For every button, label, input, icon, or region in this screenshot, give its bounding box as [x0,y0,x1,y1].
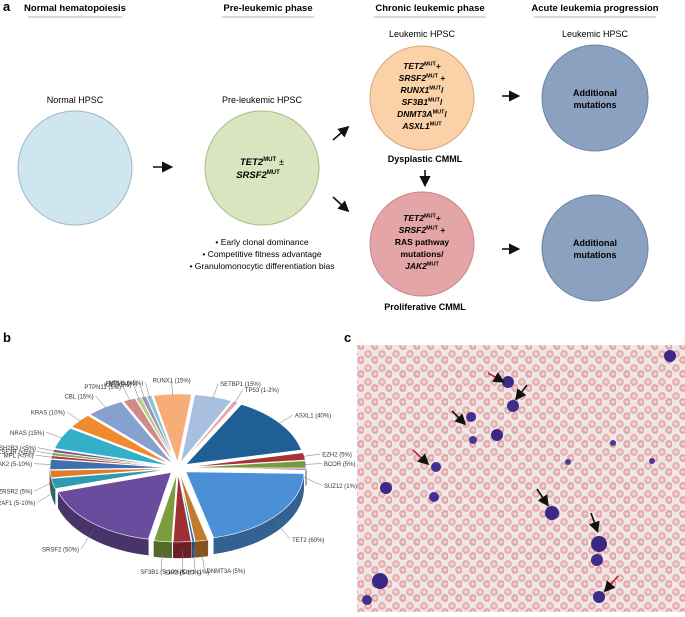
dysplastic-cmml-caption: Dysplastic CMML [388,154,463,164]
pie-label: NPM1 (<5%) [109,381,144,387]
arrow-to-proliferative [333,197,347,210]
normal-hpsc-label: Normal HPSC [47,95,104,105]
pie-leader-line [67,412,81,422]
acute-circle-top [542,45,648,151]
preleukemic-hpsc-circle [205,111,319,225]
header-acute-leukemia-progression: Acute leukemia progression [531,3,658,14]
additional-mutations-text: mutations [573,100,616,110]
mutation-line: SRSF2MUT + [399,225,446,235]
additional-mutations-text: Additional [573,88,617,98]
pie-label: TET2 (60%) [292,538,324,544]
pie-leader-line [235,389,243,403]
pie-label: ASXL1 (40%) [295,413,331,419]
pie-label: SF3B1 (5-10%) [140,570,181,576]
smear-cell [591,554,603,566]
header-normal-hematopoiesis: Normal hematopoiesis [24,3,126,14]
pie-leader-line [34,464,52,465]
additional-mutations-text: mutations [573,250,616,260]
arrow-to-dysplastic [333,128,347,140]
pie-label: DNMT3A (5%) [207,569,246,575]
pie-slice [188,468,306,470]
smear-cell [380,482,392,494]
pie-label: KRAS (10%) [31,410,65,416]
pie-label: ZRSR2 (5%) [0,490,32,496]
pie-label: JAK2 (5-10%) [0,462,32,468]
preleukemic-bullet: • Early clonal dominance [215,237,308,247]
acute-leukemic-hpsc-label: Leukemic HPSC [562,29,629,39]
normal-hpsc-circle [18,111,132,225]
pie-label: TP53 (1-2%) [245,388,279,394]
mutation-line: mutations/ [401,249,445,259]
panel-c: c [344,330,685,612]
mutation-line: TET2MUT+ [403,61,441,71]
pie-label: SUZ12 (1%) [324,484,357,490]
header-chronic-leukemic-phase: Chronic leukemic phase [375,3,484,14]
panel-b-letter: b [3,330,11,345]
smear-cell [591,536,607,552]
preleukemic-hpsc-label: Pre-leukemic HPSC [222,95,303,105]
panel-a: a Normal hematopoiesis Pre-leukemic phas… [3,0,659,312]
pie-label: CBL (15%) [64,394,93,400]
smear-cell [362,595,372,605]
proliferative-cmml-caption: Proliferative CMML [384,302,466,312]
panel-b: b ASXL1 (40%) EZH2 (5%) BCOR (5%) SUZ12 (1%… [0,330,357,576]
chronic-leukemic-hpsc-label: Leukemic HPSC [389,29,456,39]
smear-cell [593,591,605,603]
additional-mutations-text: Additional [573,238,617,248]
preleukemic-bullet: • Competitive fitness advantage [202,249,321,259]
pie-label: EZH2 (5%) [322,453,352,459]
pie-leader-line [303,464,321,465]
pie-label: SH2B3 (<5%) [0,446,36,452]
pie-label: SRSF2 (50%) [42,548,79,554]
pie-label: BCOR (5%) [324,462,356,468]
panel-a-letter: a [3,0,11,14]
smear-cell [507,400,519,412]
pie-slice [186,472,304,538]
pie-label: U2AF1 (5-10%) [0,501,35,507]
smear-cell [429,492,439,502]
pie-leader-line [46,432,63,438]
panel-c-letter: c [344,330,351,345]
blood-smear-image [357,345,685,612]
mutation-line: RAS pathway [395,237,450,247]
smear-cell [664,350,676,362]
preleukemic-mutation-line-1: TET2MUT ± [240,157,284,168]
pie-leader-line [304,477,322,485]
smear-cell [469,436,477,444]
header-pre-leukemic-phase: Pre-leukemic phase [223,3,312,14]
smear-cell [610,440,616,446]
pie-chart [50,394,306,542]
pie-label: NRAS (15%) [10,431,44,437]
smear-cell [649,458,655,464]
smear-cell [545,506,559,520]
preleukemic-bullet: • Granulomonocytic differentiation bias [189,261,334,271]
pie-leader-line [38,448,56,452]
pie-label: RUNX1 (15%) [153,379,191,385]
smear-cell [502,376,514,388]
pie-leader-line [37,451,55,454]
pie-leader-line [96,396,107,409]
smear-cell [466,412,476,422]
acute-circle-bottom [542,195,648,301]
smear-cell [372,573,388,589]
pie-leader-line [145,382,149,397]
smear-cell [491,429,503,441]
pie-leader-line [213,383,218,398]
smear-cell [565,459,571,465]
pie-leader-line [36,455,54,457]
mutation-line: TET2MUT+ [403,213,441,223]
smear-cell [431,462,441,472]
pie-leader-line [302,454,320,456]
pie-leader-line [278,415,293,424]
mutation-line: SRSF2MUT + [399,73,446,83]
